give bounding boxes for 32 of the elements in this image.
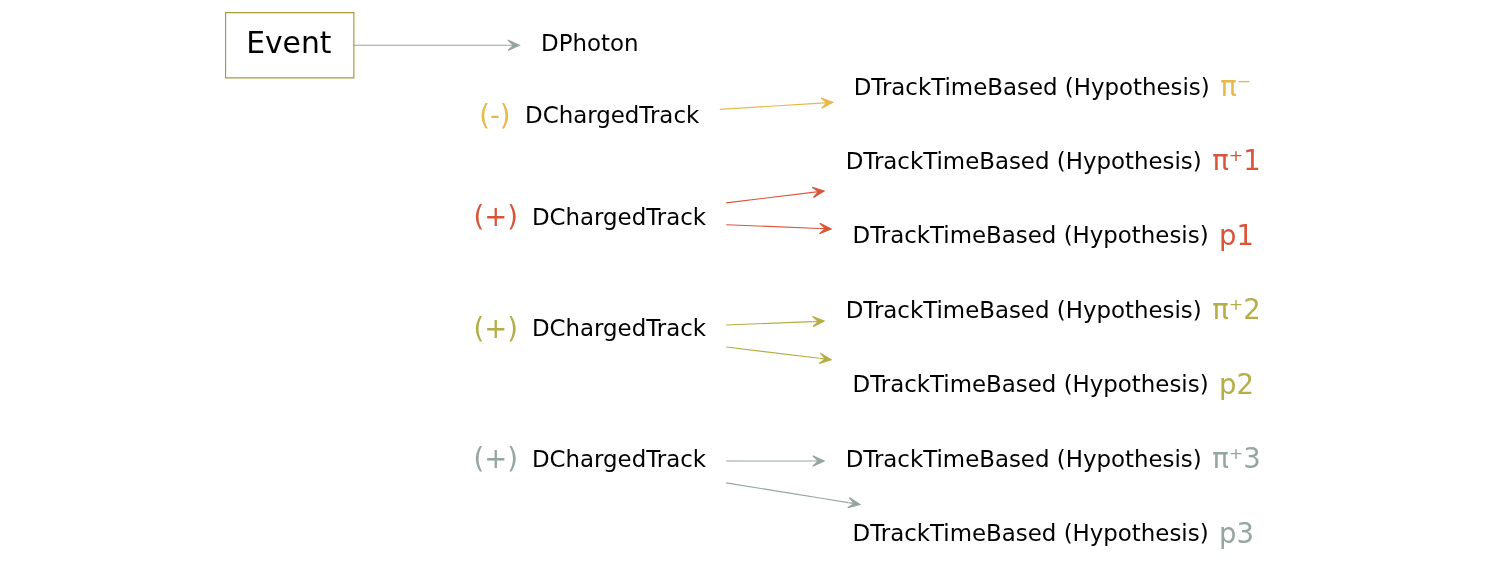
node-text: DPhoton — [541, 30, 639, 57]
node-label: π⁺3 — [1212, 442, 1261, 475]
node-text: DTrackTimeBased (Hypothesis) — [845, 445, 1202, 472]
arrow — [725, 186, 825, 204]
node-label: (+) — [473, 311, 518, 344]
node-box: Event — [225, 12, 355, 79]
arrow — [719, 97, 834, 110]
arrow — [725, 346, 832, 365]
node-label: p3 — [1219, 516, 1254, 549]
arrow — [725, 315, 825, 328]
node-text: DChargedTrack — [531, 204, 707, 231]
node-text: DTrackTimeBased (Hypothesis) — [845, 296, 1202, 323]
node-label: π⁺1 — [1212, 144, 1261, 177]
node-text: DTrackTimeBased (Hypothesis) — [853, 73, 1210, 100]
node-label: π⁻ — [1220, 69, 1252, 102]
node-text: DChargedTrack — [531, 445, 707, 472]
node-text: DChargedTrack — [531, 315, 707, 342]
node-text: DTrackTimeBased (Hypothesis) — [852, 222, 1209, 249]
node-label: (+) — [473, 200, 518, 233]
node-text: DChargedTrack — [525, 102, 700, 129]
arrow — [725, 455, 825, 467]
node-label: (-) — [479, 98, 511, 131]
node-label: p1 — [1219, 218, 1254, 251]
arrow — [725, 222, 832, 235]
node-text: DTrackTimeBased (Hypothesis) — [852, 520, 1209, 547]
node-text: DTrackTimeBased (Hypothesis) — [845, 147, 1202, 174]
node-label: (+) — [473, 442, 518, 475]
arrow — [725, 482, 861, 509]
arrow — [353, 39, 520, 52]
node-text: DTrackTimeBased (Hypothesis) — [852, 371, 1209, 398]
node-label: p2 — [1219, 367, 1254, 400]
node-label: π⁺2 — [1212, 293, 1261, 326]
